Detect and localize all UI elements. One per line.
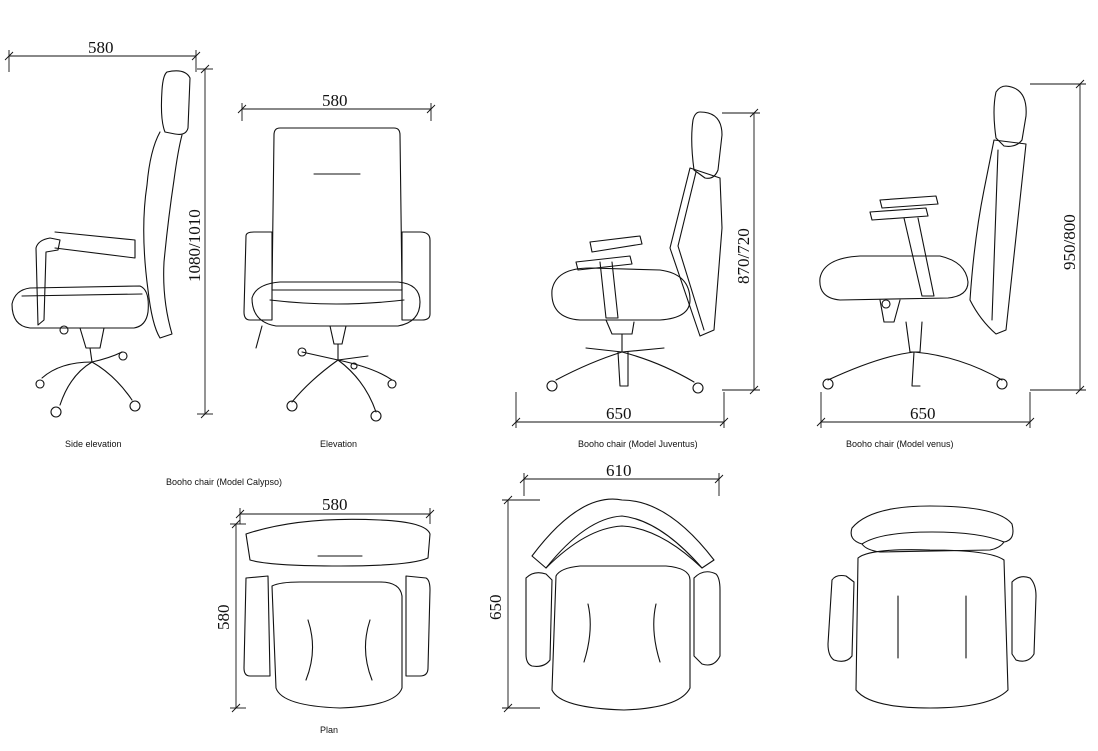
calypso-side-elevation: 580 1080/1010 bbox=[4, 38, 213, 449]
dim-width-label: 650 bbox=[910, 404, 936, 423]
dimension-line-top bbox=[237, 103, 436, 121]
dimension-line-width bbox=[816, 392, 1035, 428]
dimension-line-height bbox=[722, 108, 760, 395]
juventus-side-view: 870/720 650 Booho chair ( bbox=[511, 108, 760, 449]
venus-side-view: 950/800 650 Booho chair (Model v bbox=[816, 79, 1086, 449]
calypso-plan: 580 580 Plan bbox=[214, 495, 435, 735]
chair-plan-outline bbox=[525, 498, 721, 711]
chair-juventus-outline bbox=[546, 111, 723, 394]
chair-front-outline bbox=[243, 127, 431, 422]
dimension-line-left bbox=[230, 519, 246, 713]
dimension-line-left bbox=[502, 495, 540, 713]
calypso-front-elevation: 580 Elevation bbox=[237, 91, 436, 449]
dimension-line-height bbox=[197, 64, 213, 419]
chair-venus-outline bbox=[819, 85, 1027, 390]
dim-depth-label: 650 bbox=[486, 595, 505, 621]
dimension-line-width bbox=[511, 392, 729, 428]
dim-width-label: 580 bbox=[322, 495, 348, 514]
dim-height-label: 870/720 bbox=[734, 228, 753, 284]
venus-plan bbox=[827, 505, 1037, 709]
dimension-line-top bbox=[4, 50, 201, 72]
dimension-line-top bbox=[235, 508, 435, 524]
chair-side-outline bbox=[11, 70, 191, 418]
chair-plan-outline bbox=[827, 505, 1037, 709]
dim-width-label: 580 bbox=[322, 91, 348, 110]
dim-width-label: 610 bbox=[606, 461, 632, 480]
caption-plan: Plan bbox=[320, 725, 338, 735]
dimension-line-top bbox=[519, 473, 724, 496]
caption-juventus: Booho chair (Model Juventus) bbox=[578, 439, 698, 449]
dim-width-label: 650 bbox=[606, 404, 632, 423]
caption-elevation: Elevation bbox=[320, 439, 357, 449]
dim-depth-label: 580 bbox=[214, 605, 233, 631]
dim-height-label: 1080/1010 bbox=[185, 209, 204, 282]
caption-side-elevation: Side elevation bbox=[65, 439, 122, 449]
caption-venus: Booho chair (Model venus) bbox=[846, 439, 954, 449]
dimension-line-height bbox=[1030, 79, 1086, 395]
juventus-plan: 610 650 bbox=[486, 461, 724, 713]
dim-height-label: 950/800 bbox=[1060, 214, 1079, 270]
chair-plan-outline bbox=[243, 518, 431, 709]
caption-calypso: Booho chair (Model Calypso) bbox=[166, 477, 282, 487]
dim-width-label: 580 bbox=[88, 38, 114, 57]
